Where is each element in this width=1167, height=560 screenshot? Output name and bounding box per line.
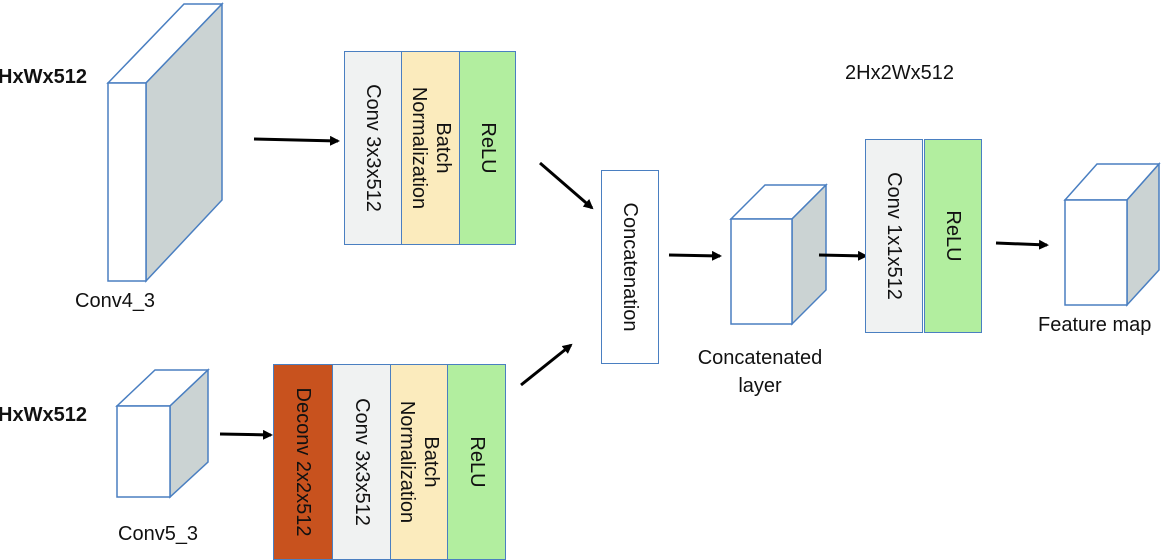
arrow-conv4-to-top-block [253,135,340,146]
merge-relu-text: ReLU [942,210,964,262]
bottom-relu-text: ReLU [465,436,488,488]
arrow-conv5-to-bottom-block [219,429,273,440]
bottom-relu-block: ReLU [447,364,506,560]
bottom-batchnorm-text: Batch Normalization [395,401,443,523]
output-dim-label: 2Hx2Wx512 [845,62,954,84]
arrow-top-block-to-concat [539,161,594,210]
conv5-3-cuboid [115,368,210,499]
merge-conv-block: Conv 1x1x512 [865,139,923,333]
concatenation-block: Concatenation [601,170,659,364]
concatenated-layer-label: Concatenated layer [690,344,830,400]
bottom-input-dim-label: HxWx512 [0,404,87,426]
top-relu-block: ReLU [459,51,516,245]
bottom-deconv-block: Deconv 2x2x512 [273,364,333,560]
top-batchnorm-text: Batch Normalization [407,87,455,209]
arrow-relu-to-feature-map [995,239,1049,250]
concatenated-layer-line2: layer [738,375,782,397]
feature-map-label: Feature map [1038,314,1152,336]
bottom-batchnorm-line1: Batch [420,436,442,488]
arrow-layer-to-conv1x1 [818,250,868,261]
merge-relu-block: ReLU [924,139,982,333]
feature-map-cuboid [1063,162,1161,307]
top-input-name-label: Conv4_3 [75,290,156,312]
bottom-batchnorm-line2: Normalization [396,400,418,524]
bottom-conv-block: Conv 3x3x512 [332,364,391,560]
arrow-concat-to-layer [668,250,722,261]
bottom-deconv-text: Deconv 2x2x512 [292,387,314,537]
top-batchnorm-line2: Normalization [407,86,430,210]
merge-conv-text: Conv 1x1x512 [883,172,905,300]
bottom-input-name-label: Conv5_3 [118,523,199,545]
top-relu-text: ReLU [476,122,499,174]
top-input-dim-label: HxWx512 [0,66,87,88]
bottom-batchnorm-block: Batch Normalization [390,364,448,560]
bottom-conv-text: Conv 3x3x512 [350,398,373,526]
conv4-3-cuboid [106,2,224,283]
concatenation-text: Concatenation [619,202,641,332]
top-conv-text: Conv 3x3x512 [362,84,384,212]
top-batchnorm-block: Batch Normalization [401,51,460,245]
arrow-bottom-block-to-concat [520,343,573,387]
top-batchnorm-line1: Batch [431,122,454,174]
top-conv-block: Conv 3x3x512 [344,51,402,245]
concatenated-layer-cuboid [729,183,828,326]
concatenated-layer-line1: Concatenated [697,347,823,369]
